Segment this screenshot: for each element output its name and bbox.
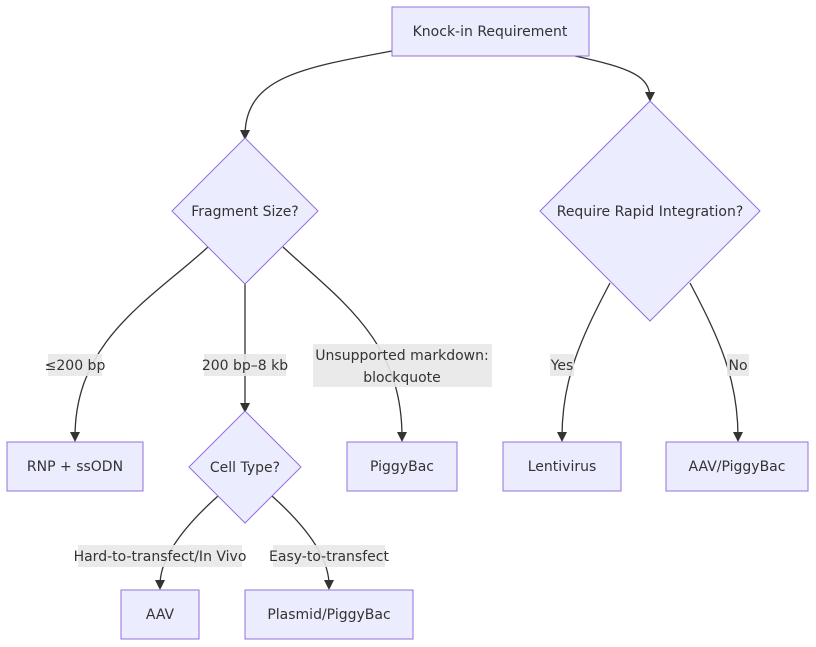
arrowhead (240, 403, 250, 413)
node-knockin-requirement: Knock-in Requirement (391, 6, 590, 57)
node-label: Fragment Size? (191, 204, 299, 220)
node-piggybac: PiggyBac (346, 441, 458, 492)
node-lentivirus: Lentivirus (502, 441, 622, 492)
edge-knockin-to-fragment (244, 50, 393, 137)
arrowhead (397, 432, 407, 442)
arrowhead (733, 432, 743, 442)
decision-fragment-size: Fragment Size? (171, 137, 319, 285)
edge-knockin-to-rapid (574, 55, 651, 99)
node-label: Lentivirus (528, 459, 597, 475)
edge-cell-to-aav (159, 495, 219, 586)
edge-fragment-to-rnp (74, 246, 209, 438)
arrowhead (70, 432, 80, 442)
node-aav: AAV (120, 589, 200, 640)
node-label: Knock-in Requirement (413, 24, 568, 40)
node-label: Plasmid/PiggyBac (267, 607, 390, 623)
edge-label-small-fragment: ≤200 bp (45, 358, 106, 374)
edge-rapid-to-lentivirus (561, 282, 611, 438)
edge-labels: ≤200 bp 200 bp–8 kb Unsupported markdown… (45, 344, 749, 567)
edge-label-medium-fragment: 200 bp–8 kb (202, 358, 288, 374)
edge-label-easy-to-transfect: Easy-to-transfect (269, 549, 389, 565)
node-aav-piggybac: AAV/PiggyBac (665, 441, 809, 492)
node-label: PiggyBac (370, 459, 434, 475)
arrowhead (324, 580, 334, 590)
edge-fragment-to-piggybac (282, 246, 403, 438)
edge-label-no: No (728, 358, 747, 374)
node-plasmid-piggybac: Plasmid/PiggyBac (244, 589, 414, 640)
node-rnp-ssodn: RNP + ssODN (6, 441, 144, 492)
edges (70, 50, 743, 590)
edge-label-unsupported-line1: Unsupported markdown: (315, 348, 488, 364)
edge-rapid-to-aav-piggybac (689, 282, 739, 438)
decision-rapid-integration: Require Rapid Integration? (539, 100, 761, 322)
arrowhead (557, 432, 567, 442)
edge-label-unsupported-line2: blockquote (363, 370, 441, 386)
node-label: AAV (146, 607, 175, 623)
edge-cell-to-plasmid (271, 495, 330, 586)
node-label: Require Rapid Integration? (557, 204, 744, 220)
node-label: RNP + ssODN (27, 459, 123, 475)
arrowhead (155, 580, 165, 590)
arrowhead (240, 130, 250, 140)
node-label: AAV/PiggyBac (689, 459, 786, 475)
edge-label-hard-to-transfect: Hard-to-transfect/In Vivo (74, 549, 247, 565)
arrowhead (645, 92, 655, 102)
decision-cell-type: Cell Type? (188, 410, 302, 524)
edge-label-yes: Yes (550, 358, 574, 374)
node-label: Cell Type? (210, 460, 280, 476)
